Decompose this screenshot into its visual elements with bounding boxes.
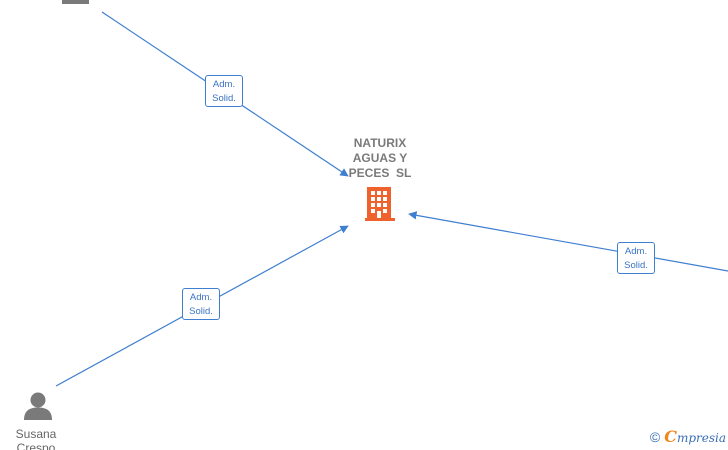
- edge-label-right[interactable]: Adm. Solid.: [617, 242, 655, 274]
- edge-role-line2: Solid.: [189, 306, 213, 317]
- person-icon[interactable]: [24, 392, 52, 421]
- brand-initial: C: [664, 427, 677, 446]
- edge-label-top-left[interactable]: Adm. Solid.: [205, 75, 243, 107]
- edge-role-line1: Adm.: [189, 292, 213, 303]
- brand-name: mpresia: [676, 431, 726, 445]
- link-right[interactable]: [408, 211, 728, 272]
- person-name-line: Susana: [15, 427, 57, 441]
- person-name-line: Crespo: [16, 441, 56, 450]
- company-name[interactable]: NATURIX AGUAS Y PECES SL: [330, 136, 430, 181]
- person-name[interactable]: Susana Crespo: [0, 427, 72, 450]
- edge-role-line2: Solid.: [212, 93, 236, 104]
- brand-logo: Cmpresia: [664, 427, 726, 446]
- edge-role-line1: Adm.: [624, 246, 648, 257]
- edge-role-line1: Adm.: [212, 79, 236, 90]
- copyright-symbol: ©: [649, 428, 661, 445]
- building-icon[interactable]: [365, 187, 395, 221]
- edge-role-line2: Solid.: [624, 260, 648, 271]
- company-name-line: AGUAS Y: [352, 151, 408, 165]
- company-name-line: PECES SL: [348, 166, 412, 180]
- company-name-line: NATURIX: [353, 136, 407, 150]
- footer-brand[interactable]: © Cmpresia: [650, 427, 726, 446]
- edge-label-bottom-left[interactable]: Adm. Solid.: [182, 288, 220, 320]
- offscreen-node-icon[interactable]: [62, 0, 89, 4]
